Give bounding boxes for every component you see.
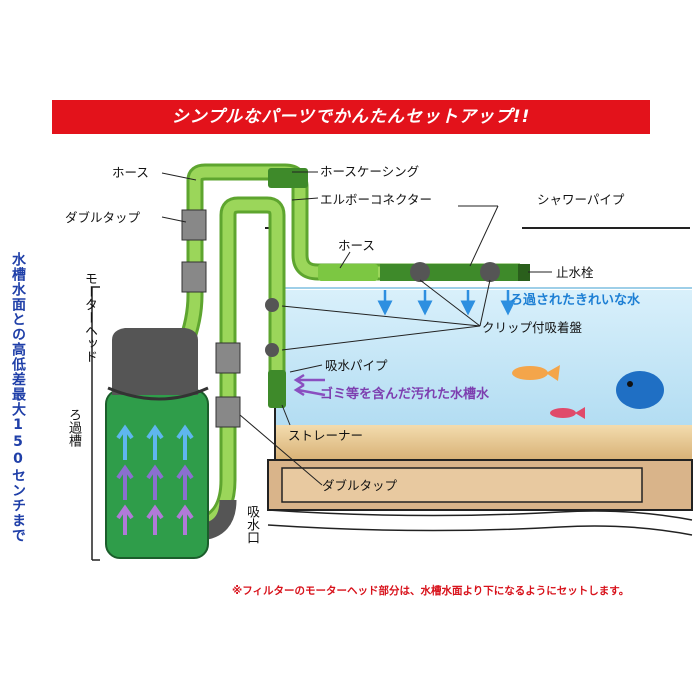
label-shower-pipe: シャワーパイプ — [537, 192, 625, 207]
leader-lines — [161, 171, 552, 486]
footnote: ※フィルターのモーターヘッド部分は、水槽水面より下になるようにセットします。 — [232, 585, 630, 597]
height-bracket — [91, 286, 100, 561]
fish-red — [550, 407, 585, 419]
label-filter-tank: ろ過槽 — [66, 408, 81, 447]
title-banner: シンプルなパーツでかんたんセットアップ!! — [52, 100, 650, 134]
double-tap-top — [181, 209, 207, 293]
label-intake-pipe: 吸水パイプ — [325, 358, 388, 373]
label-intake-port: 吸水口 — [244, 505, 259, 544]
label-double-tap-bottom: ダブルタップ — [322, 478, 398, 493]
label-dirty-water: ゴミ等を含んだ汚れた水槽水 — [320, 387, 490, 402]
label-motor-head: モーターヘッド — [82, 272, 97, 363]
label-hose-mid: ホース — [338, 238, 375, 253]
aquarium-stand — [267, 459, 693, 536]
label-double-tap-top: ダブルタップ — [65, 210, 141, 225]
label-strainer: ストレーナー — [288, 428, 364, 443]
label-clean-water: ろ過されたきれいな水 — [510, 293, 641, 308]
outflow-hose — [177, 163, 530, 349]
label-elbow-connector: エルボーコネクター — [320, 192, 433, 207]
fish-blue — [616, 371, 664, 409]
label-suction-cup: クリップ付吸着盤 — [482, 320, 583, 335]
double-tap-bottom — [215, 342, 241, 428]
label-stop-valve: 止水栓 — [556, 265, 594, 280]
label-hose-top: ホース — [112, 165, 149, 180]
height-limit-note: 水槽水面との高低差最大150センチまで — [10, 252, 26, 543]
filter-flow-arrows — [116, 424, 194, 535]
label-hose-casing: ホースケーシング — [320, 164, 420, 179]
clean-water-arrows — [377, 290, 516, 316]
fish-orange — [512, 365, 560, 381]
dirty-water-arrows — [293, 373, 326, 397]
